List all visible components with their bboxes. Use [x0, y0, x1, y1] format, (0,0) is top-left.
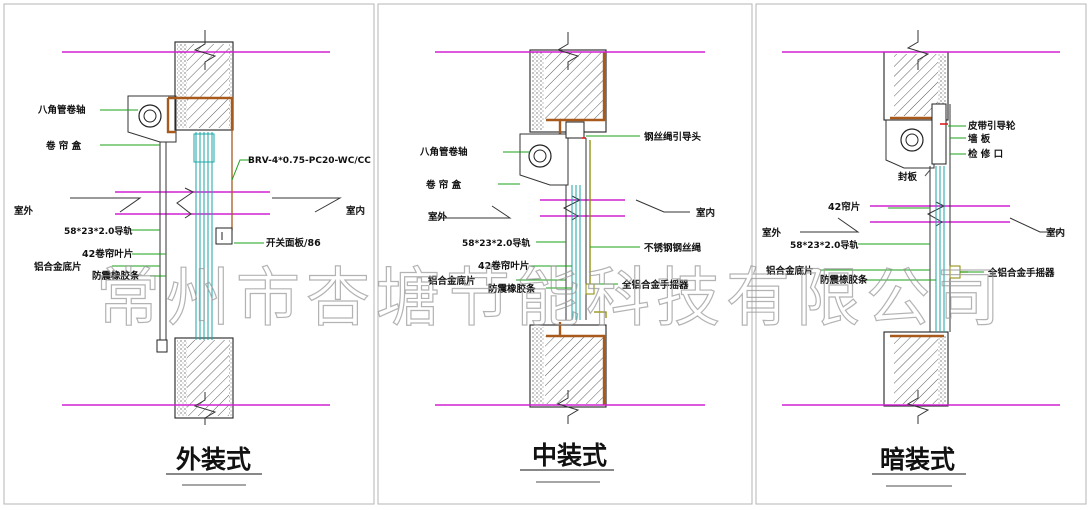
label-bottom-plate: 铝合金底片 — [428, 275, 476, 287]
label-octagonal-shaft: 八角管卷轴 — [37, 104, 86, 116]
roller-box — [885, 119, 935, 169]
label-hand-crank: 全铝合金手摇器 — [987, 267, 1055, 279]
label-outdoor: 室外 — [14, 205, 34, 217]
label-roller-box: 卷 帘 盒 — [425, 179, 462, 191]
label-indoor: 室内 — [696, 207, 715, 219]
label-rubber-strip: 防震橡胶条 — [820, 274, 868, 286]
label-guide-head: 钢丝绳引导头 — [644, 131, 702, 143]
panel-frame — [755, 3, 1087, 505]
label-octagonal-shaft: 八角管卷轴 — [419, 146, 468, 158]
label-sealing-board: 封板 — [898, 171, 918, 183]
label-rubber-strip: 防震橡胶条 — [488, 283, 536, 295]
label-inspection: 检 修 口 — [968, 148, 1003, 160]
panel-external: 八角管卷轴 卷 帘 盒 BRV-4*0.75-PC20-WC/CC 室外 室内 … — [3, 3, 375, 505]
label-wall-board: 墙 板 — [968, 133, 991, 145]
label-guide-rail: 58*23*2.0导轨 — [462, 237, 530, 249]
panel-title: 中装式 — [532, 441, 607, 470]
label-steel-rope: 不锈钢钢丝绳 — [644, 242, 702, 254]
label-indoor: 室内 — [1046, 227, 1065, 239]
label-guide-rail: 58*23*2.0导轨 — [64, 225, 132, 237]
panel-title: 暗装式 — [880, 445, 955, 474]
label-switch-panel: 开关面板/86 — [266, 237, 321, 249]
label-hand-crank: 全铝合金手摇器 — [621, 279, 689, 291]
label-outdoor: 室外 — [762, 227, 782, 239]
label-bottom-plate: 铝合金底片 — [766, 265, 814, 277]
panel-concealed: 皮带引导轮 墙 板 检 修 口 封板 42帘片 室外 室内 58*23*2.0导… — [755, 3, 1087, 505]
label-cable: BRV-4*0.75-PC20-WC/CC — [248, 156, 371, 166]
label-slat: 42卷帘叶片 — [478, 260, 529, 272]
label-rubber-strip: 防震橡胶条 — [92, 270, 140, 282]
panel-title: 外装式 — [176, 445, 251, 474]
label-slat: 42卷帘叶片 — [82, 248, 133, 260]
label-bottom-plate: 铝合金底片 — [34, 261, 82, 273]
label-roller-box: 卷 帘 盒 — [45, 140, 82, 152]
panel-middle: 八角管卷轴 卷 帘 盒 钢丝绳引导头 室外 室内 58*23*2.0导轨 不锈钢… — [377, 3, 753, 505]
label-belt-wheel: 皮带引导轮 — [967, 120, 1016, 132]
company-watermark: 常州市杏塘节能科技有限公司 — [96, 262, 1006, 336]
roller-box — [519, 133, 569, 186]
label-indoor: 室内 — [346, 205, 365, 217]
label-guide-rail: 58*23*2.0导轨 — [790, 239, 858, 251]
label-slat: 42帘片 — [828, 201, 860, 213]
label-outdoor: 室外 — [428, 211, 448, 223]
roller-box — [127, 95, 177, 143]
